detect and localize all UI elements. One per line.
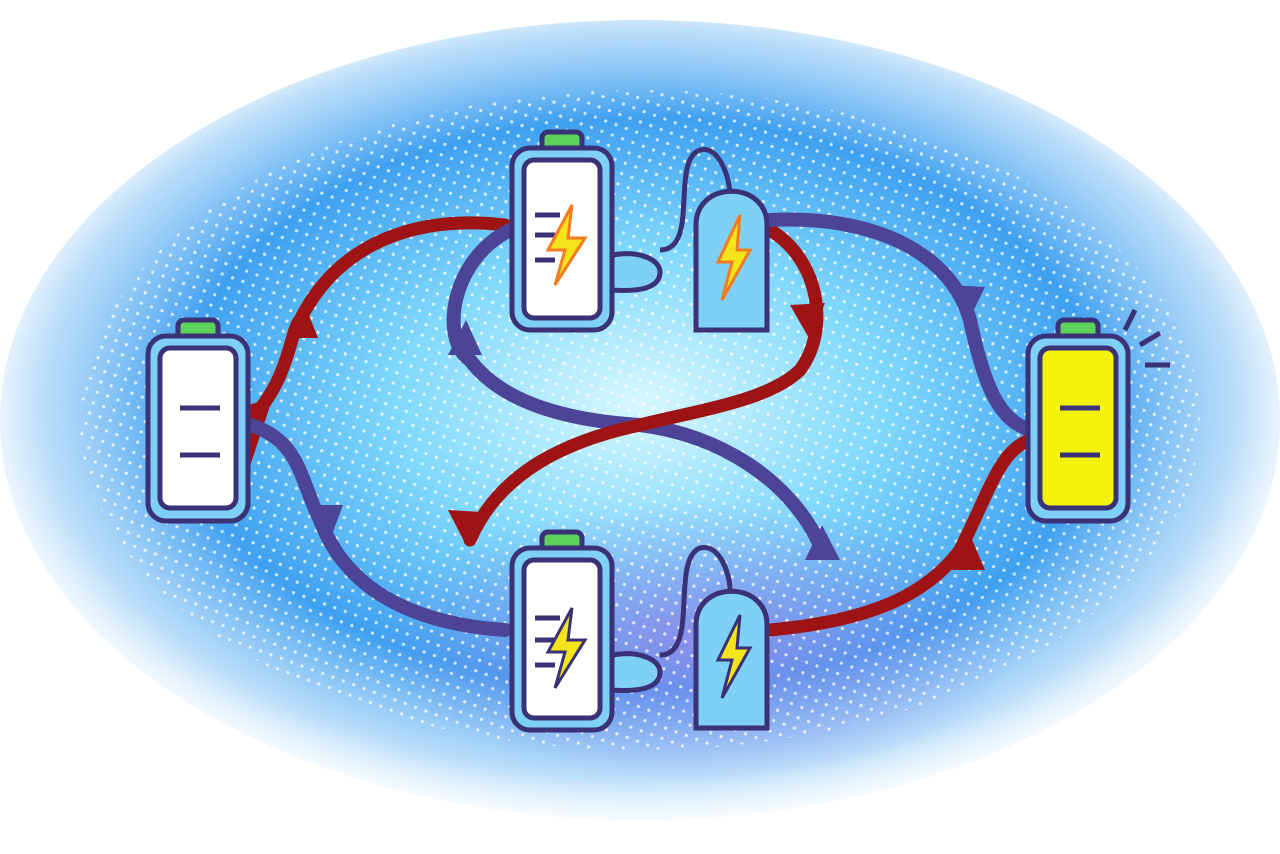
arrowhead	[952, 535, 985, 570]
arrowhead	[287, 305, 318, 338]
lightning-bolt	[715, 614, 753, 699]
red-arrow-bottom-right	[763, 433, 1037, 637]
purple-arrow-top-loop	[446, 223, 827, 552]
lightning-bolt	[545, 607, 588, 689]
power-bank-icon	[693, 588, 770, 731]
arrowhead	[448, 320, 482, 355]
charging-battery-icon	[509, 529, 733, 733]
red-arrow-top-loop	[463, 223, 824, 547]
lightning-bolt	[545, 204, 588, 286]
arrowhead	[310, 505, 343, 540]
flow-arrows	[243, 212, 1037, 637]
arrowhead	[805, 525, 840, 560]
purple-arrow-left-down	[243, 418, 512, 637]
plug	[609, 251, 663, 293]
arrowhead	[448, 510, 482, 545]
sparkle-lines	[1122, 308, 1170, 368]
empty-battery-icon	[145, 317, 251, 524]
lightning-bolt	[715, 214, 753, 301]
plug	[609, 651, 663, 693]
arrowhead	[952, 285, 985, 322]
full-battery-icon	[1025, 308, 1170, 524]
charging-battery-icon	[509, 129, 733, 333]
arrowhead	[790, 303, 825, 340]
power-bank-icon	[693, 188, 770, 333]
